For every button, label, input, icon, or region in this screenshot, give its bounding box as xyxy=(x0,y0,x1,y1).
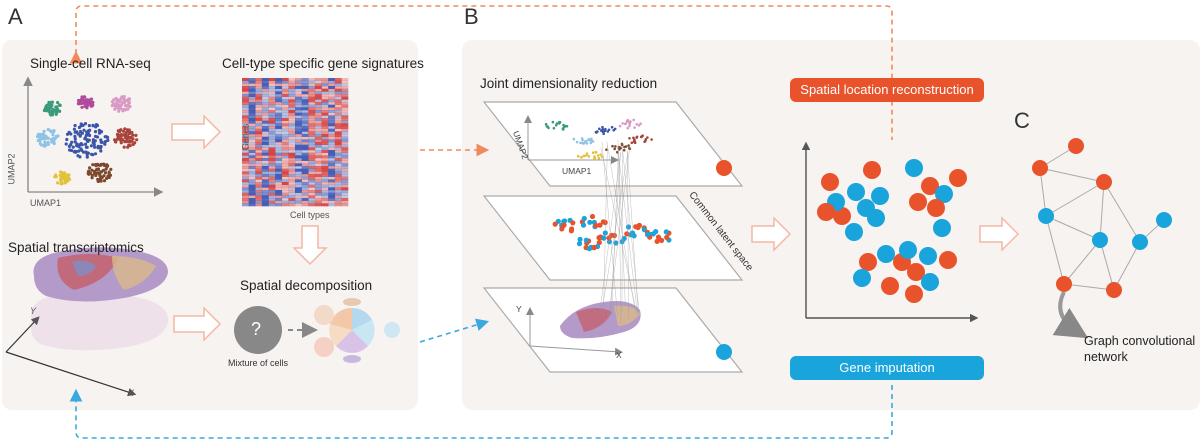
hollow-arrow-signatures-to-decomposition xyxy=(292,225,328,266)
orange-dashed-loop xyxy=(69,5,893,140)
hollow-arrow-scrna-to-signatures xyxy=(171,114,222,150)
plane-x-label: X xyxy=(616,350,622,360)
umap2-label: UMAP2 xyxy=(6,153,17,185)
plane-umap xyxy=(482,101,744,187)
signatures-title: Cell-type specific gene signatures xyxy=(222,56,424,71)
hollow-arrow-to-scatter xyxy=(751,216,792,252)
umap1-label: UMAP1 xyxy=(30,198,62,208)
mixture-label: Mixture of cells xyxy=(228,358,289,368)
spatial-tissue-section xyxy=(33,247,168,302)
gcn-label-line1: Graph convolutional xyxy=(1084,334,1196,348)
gcn-label-line2: network xyxy=(1084,350,1128,364)
spatial-axis-x: X xyxy=(128,388,135,398)
plane-umap-clusters xyxy=(544,118,653,161)
plane-latent xyxy=(482,195,744,281)
plane-connector-lines xyxy=(599,140,640,324)
spatial-axis-y: Y xyxy=(30,306,37,316)
decomposition-title: Spatial decomposition xyxy=(240,278,373,293)
spatial-title: Spatial transcriptomics xyxy=(8,240,144,255)
cell-type-pie xyxy=(314,298,400,363)
gcn-curved-arrow xyxy=(1052,291,1089,339)
plane-umap1-label: UMAP1 xyxy=(562,166,592,176)
joint-title: Joint dimensionality reduction xyxy=(480,76,658,91)
hollow-arrow-to-graph xyxy=(979,216,1020,252)
panel-label-a: A xyxy=(8,4,23,29)
genes-label: Genes xyxy=(240,123,251,151)
hollow-arrow-spatial-to-decomposition xyxy=(173,306,222,342)
scrna-title: Single-cell RNA-seq xyxy=(30,56,151,71)
mixture-question-mark: ? xyxy=(251,319,262,339)
spatial-tissue-ghost xyxy=(30,293,169,351)
panel-label-b: B xyxy=(464,4,479,29)
gene-imputation-pill: Gene imputation xyxy=(790,356,984,380)
gene-signature-heatmap xyxy=(242,78,349,207)
blue-dashed-loop xyxy=(69,385,893,439)
umap-cluster-plot xyxy=(35,95,139,186)
graph-network xyxy=(1032,138,1172,298)
cell-types-label: Cell types xyxy=(290,210,330,220)
mixture-circle xyxy=(234,306,282,354)
reconstruction-scatter xyxy=(817,159,967,303)
blue-dashed-to-b xyxy=(419,318,490,343)
scatter-axes xyxy=(801,141,979,323)
plane-spatial xyxy=(482,287,744,373)
plane-y-label: Y xyxy=(516,304,522,314)
umap-axes xyxy=(23,76,164,197)
panel-label-c: C xyxy=(1014,108,1030,133)
spatial-reconstruction-pill: Spatial location reconstruction xyxy=(790,78,984,102)
spatial-axes xyxy=(5,316,137,397)
